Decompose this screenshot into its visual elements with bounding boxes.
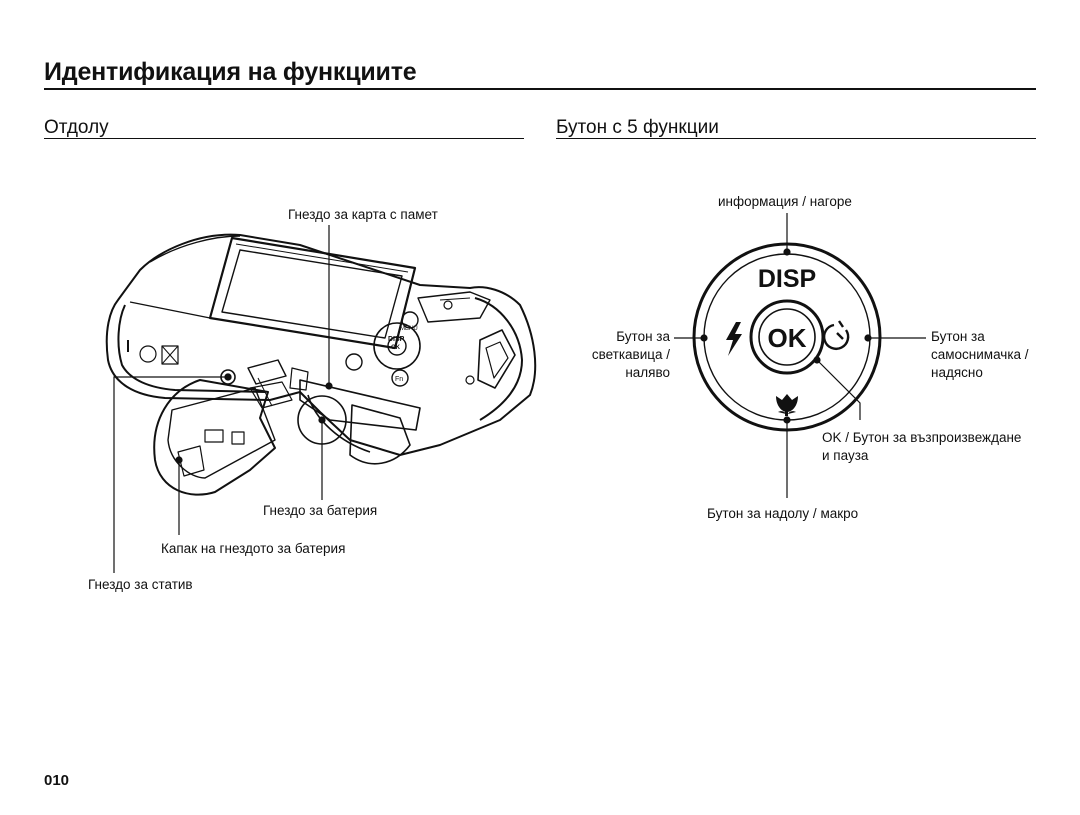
flash-icon: [726, 322, 742, 356]
dial-ok-text: OK: [768, 323, 807, 353]
dial-left-label-line2: светкавица /: [591, 347, 670, 362]
dial-ok-label-line1: OK / Бутон за възпроизвеждане: [822, 430, 1022, 445]
dial-right-label-line1: Бутон за: [931, 329, 985, 344]
dial-disp-text: DISP: [758, 265, 816, 293]
dial-right-label-line3: надясно: [931, 365, 983, 380]
self-timer-icon: [822, 320, 850, 350]
macro-icon: [776, 394, 798, 416]
memory-card-slot-label: Гнездо за карта с памет: [288, 207, 438, 222]
dial-left-label-line1: Бутон за: [616, 329, 670, 344]
camera-fn-marking: Fn: [395, 376, 403, 383]
five-button-section-divider: [556, 138, 1036, 139]
five-button-section-heading: Бутон с 5 функции: [556, 117, 719, 138]
title-divider: [44, 88, 1036, 90]
camera-ok-marking: OK: [391, 345, 401, 351]
tripod-socket-label: Гнездо за статив: [88, 577, 193, 592]
battery-cover-label: Капак на гнездото за батерия: [161, 541, 346, 556]
dial-right-label-line2: самоснимачка /: [931, 347, 1029, 362]
dial-bottom-label: Бутон за надолу / макро: [707, 506, 859, 521]
camera-menu-marking: MENU: [400, 326, 418, 332]
camera-disp-marking: DISP: [388, 336, 405, 343]
dial-top-label: информация / нагоре: [718, 194, 852, 209]
page-title: Идентификация на функциите: [44, 58, 417, 86]
battery-slot-label: Гнездо за батерия: [263, 503, 378, 518]
bottom-section-divider: [44, 138, 524, 139]
page-number: 010: [44, 772, 70, 789]
bottom-section-heading: Отдолу: [44, 117, 109, 138]
dial-left-label-line3: наляво: [625, 365, 670, 380]
dial-ok-label-line2: и пауза: [822, 448, 869, 463]
